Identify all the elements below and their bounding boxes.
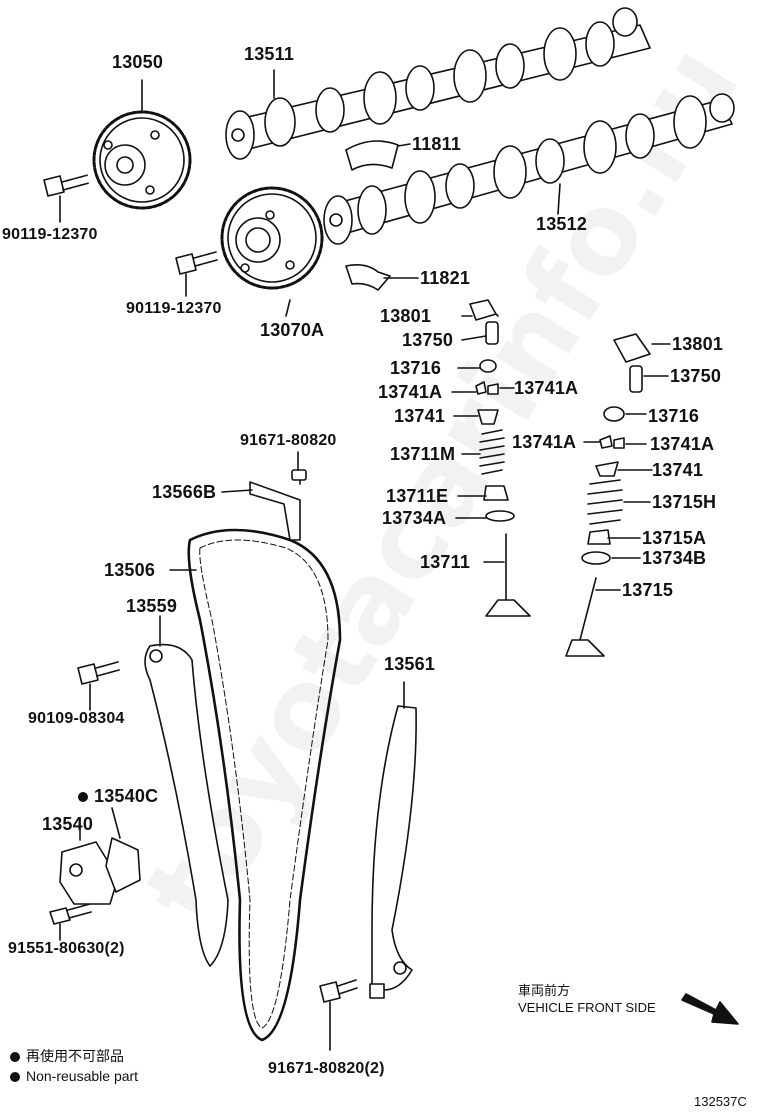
label-13750-left: 13750 (402, 330, 454, 350)
chain-guide-13566B (249, 469, 307, 541)
label-91671-80820: 91671-80820 (240, 432, 337, 449)
legend-dot-icon (10, 1052, 20, 1063)
label-13050: 13050 (112, 52, 164, 72)
label-13711M: 13711M (390, 444, 456, 464)
direction-jp: 車両前方 (518, 983, 571, 998)
non-reusable-marker-icon (78, 792, 88, 803)
valve-assembly-left (469, 299, 531, 617)
label-90109-08304: 90109-08304 (28, 710, 125, 727)
sprocket-13050 (92, 110, 192, 210)
legend-dot-icon (10, 1072, 20, 1083)
label-13711E: 13711E (386, 486, 449, 506)
label-13716-right: 13716 (648, 406, 700, 426)
label-13512: 13512 (536, 214, 588, 234)
sprocket-13070A (220, 186, 324, 290)
label-13540: 13540 (42, 814, 94, 834)
bearing-11811 (345, 140, 399, 171)
label-91551-80630: 91551-80630(2) (8, 940, 125, 957)
camshaft-13511 (225, 7, 651, 160)
label-13715H: 13715H (652, 492, 717, 512)
legend-en-text: Non-reusable part (26, 1068, 139, 1084)
label-13801-right: 13801 (672, 334, 724, 354)
label-13559: 13559 (126, 596, 178, 616)
bolt-90119-a (43, 174, 90, 223)
camshaft-13512 (323, 93, 735, 245)
bolt-91671-lower (319, 979, 358, 1051)
label-13741-left: 13741 (394, 406, 446, 426)
tensioner-13540 (49, 837, 141, 941)
legend-en: Non-reusable part (10, 1068, 138, 1084)
label-13715: 13715 (622, 580, 674, 600)
legend-jp: 再使用不可部品 (10, 1046, 124, 1066)
label-91671-80820-2: 91671-80820(2) (268, 1060, 385, 1077)
label-13741A-right-2: 13741A (650, 434, 715, 454)
label-13511: 13511 (244, 44, 295, 64)
label-13566B: 13566B (152, 482, 217, 502)
label-13750-right: 13750 (670, 366, 722, 386)
timing-chain-13506 (187, 528, 342, 1042)
label-90119-12370-a: 90119-12370 (2, 226, 98, 243)
bearing-11821 (345, 264, 391, 291)
label-13715A: 13715A (642, 528, 707, 548)
label-13540C-text: 13540C (94, 786, 159, 806)
label-13734B: 13734B (642, 548, 707, 568)
label-11811: 11811 (412, 134, 462, 154)
bolt-90109 (77, 661, 120, 711)
figure-id: 132537C (694, 1094, 747, 1109)
bolt-90119-b (175, 251, 218, 297)
label-13540C: 13540C (78, 786, 158, 807)
label-90119-12370-b: 90119-12370 (126, 300, 222, 317)
label-13741A-right-1: 13741A (512, 432, 577, 452)
front-arrow-icon (681, 993, 739, 1025)
legend-jp-text: 再使用不可部品 (26, 1048, 124, 1064)
label-13711: 13711 (420, 552, 471, 572)
label-13741-right: 13741 (652, 460, 704, 480)
label-13741A-left-2: 13741A (514, 378, 579, 398)
chain-slipper-13561 (369, 705, 417, 999)
label-13801-left: 13801 (380, 306, 432, 326)
label-13506: 13506 (104, 560, 156, 580)
tensioner-arm-13559 (144, 643, 229, 967)
valve-assembly-right (565, 333, 651, 657)
label-13716-left: 13716 (390, 358, 442, 378)
label-13741A-left-1: 13741A (378, 382, 443, 402)
label-13561: 13561 (384, 654, 436, 674)
label-11821: 11821 (420, 268, 471, 288)
label-13734A: 13734A (382, 508, 447, 528)
direction-en: VEHICLE FRONT SIDE (518, 1000, 656, 1015)
label-13070A: 13070A (260, 320, 325, 340)
